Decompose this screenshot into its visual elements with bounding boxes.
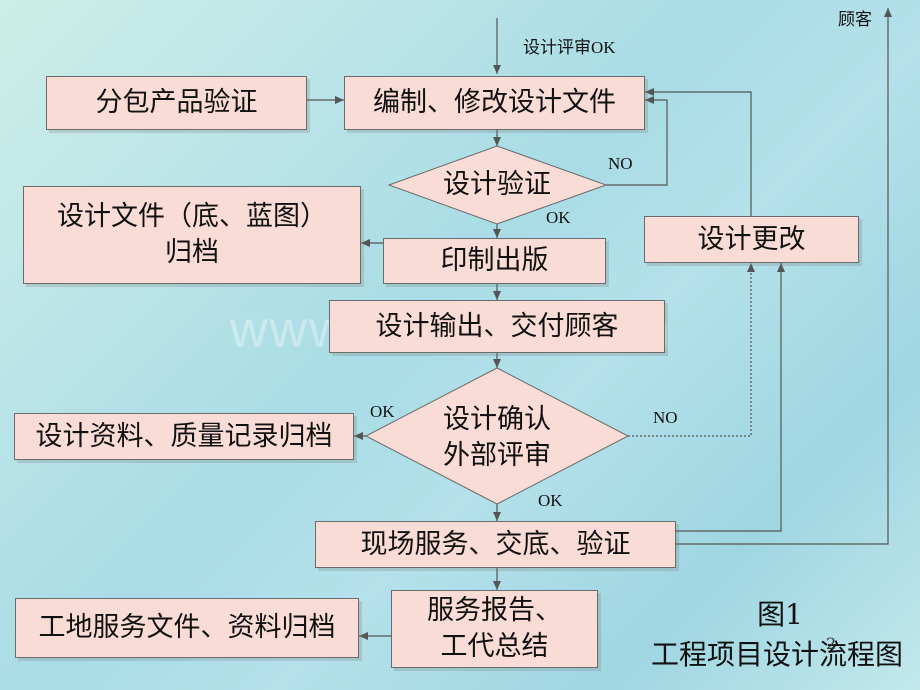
site-service-box: 现场服务、交底、验证 [315, 521, 676, 568]
print-publish-box: 印制出版 [383, 238, 606, 284]
arrow-confirm-no-to-change [628, 263, 755, 437]
figure-number: 图1 [757, 598, 803, 631]
design-change-box: 设计更改 [644, 216, 859, 263]
prepare-design-docs-box: 编制、修改设计文件 [344, 76, 645, 130]
page-number: 2 [826, 634, 837, 653]
design-verification-label: 设计验证 [443, 169, 551, 200]
review-ok-label: 设计评审OK [523, 38, 616, 57]
confirm-ok-left-label: OK [370, 402, 395, 421]
site-archive-box: 工地服务文件、资料归档 [15, 598, 359, 658]
confirm-ok-label: OK [538, 491, 563, 510]
arrow-site-to-change [676, 263, 785, 532]
archive-records-box: 设计资料、质量记录归档 [14, 413, 354, 460]
service-report-box: 服务报告、 工代总结 [391, 590, 598, 668]
arrow-change-to-prepare [645, 88, 752, 216]
design-output-box: 设计输出、交付顾客 [329, 300, 665, 353]
verify-no-label: NO [608, 154, 633, 173]
customer-label: 顾客 [838, 10, 872, 29]
arrow-verify-no-loop [606, 96, 668, 186]
archive-design-docs-box: 设计文件（底、蓝图） 归档 [23, 186, 361, 284]
confirm-no-label: NO [653, 408, 678, 427]
subcontract-verification-box: 分包产品验证 [46, 76, 307, 130]
design-confirmation-label: 设计确认 外部评审 [443, 404, 551, 471]
arrow-site-to-customer [676, 8, 892, 545]
verify-ok-label: OK [546, 208, 571, 227]
figure-title: 工程项目设计流程图 [650, 638, 903, 671]
